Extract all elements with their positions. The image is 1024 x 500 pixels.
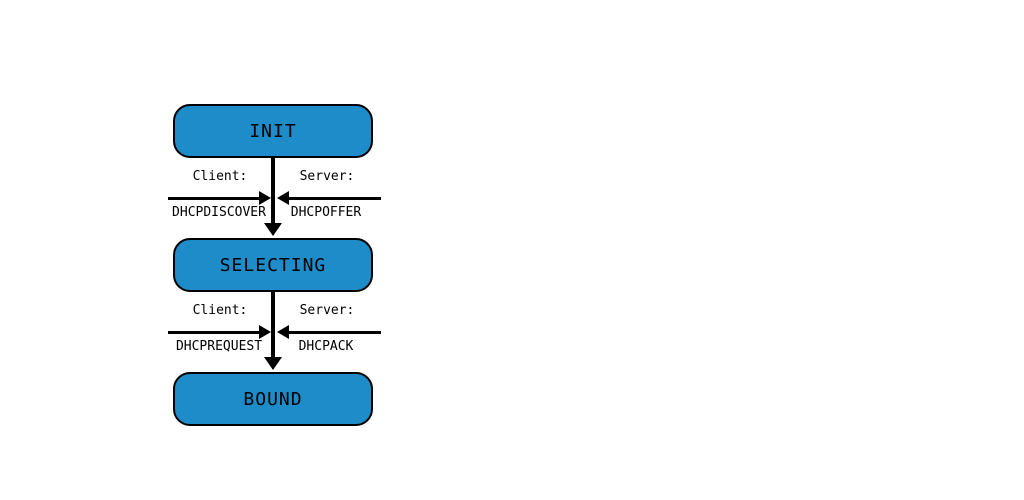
state-label: BOUND xyxy=(243,388,303,410)
state-box-bound: BOUND xyxy=(173,372,373,426)
client-label: Client: xyxy=(192,169,248,184)
down-arrow-head-icon xyxy=(264,223,282,236)
down-arrow-head-icon xyxy=(264,357,282,370)
left-arrow-head-icon xyxy=(277,191,289,205)
transition-init-selecting: Client: Server: DHCPDISCOVER DHCPOFFER xyxy=(0,158,560,236)
right-arrow-head-icon xyxy=(259,325,271,339)
state-label: SELECTING xyxy=(219,254,327,276)
server-label: Server: xyxy=(299,303,355,318)
transition-selecting-bound: Client: Server: DHCPREQUEST DHCPACK xyxy=(0,292,560,370)
down-arrow-shaft xyxy=(271,292,275,358)
server-arrow-line xyxy=(289,331,381,334)
server-message: DHCPACK xyxy=(298,339,354,354)
server-arrow-line xyxy=(289,197,381,200)
client-message: DHCPDISCOVER xyxy=(172,205,266,220)
client-arrow-line xyxy=(168,331,259,334)
state-box-selecting: SELECTING xyxy=(173,238,373,292)
server-label: Server: xyxy=(299,169,355,184)
client-arrow-line xyxy=(168,197,259,200)
left-arrow-head-icon xyxy=(277,325,289,339)
state-label: INIT xyxy=(249,120,297,142)
state-box-init: INIT xyxy=(173,104,373,158)
client-label: Client: xyxy=(192,303,248,318)
down-arrow-shaft xyxy=(271,158,275,224)
right-arrow-head-icon xyxy=(259,191,271,205)
client-message: DHCPREQUEST xyxy=(175,339,263,354)
server-message: DHCPOFFER xyxy=(290,205,362,220)
